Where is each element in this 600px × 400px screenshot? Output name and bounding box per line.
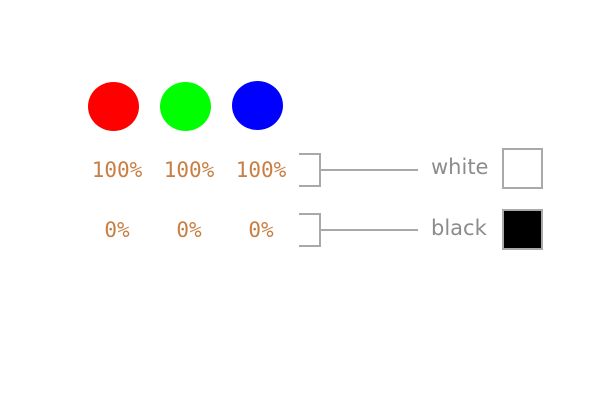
white-swatch bbox=[502, 148, 543, 189]
black-bracket bbox=[299, 213, 418, 247]
red-circle bbox=[88, 82, 139, 131]
white-green-value: 100% bbox=[163, 158, 215, 182]
blue-circle bbox=[232, 81, 283, 130]
black-label: black bbox=[431, 216, 487, 240]
black-green-value: 0% bbox=[176, 218, 202, 242]
green-circle bbox=[160, 82, 211, 131]
white-bracket bbox=[299, 153, 418, 187]
black-swatch bbox=[502, 209, 543, 250]
white-blue-value: 100% bbox=[235, 158, 287, 182]
black-blue-value: 0% bbox=[248, 218, 274, 242]
white-red-value: 100% bbox=[91, 158, 143, 182]
white-label: white bbox=[431, 155, 489, 179]
black-red-value: 0% bbox=[104, 218, 130, 242]
